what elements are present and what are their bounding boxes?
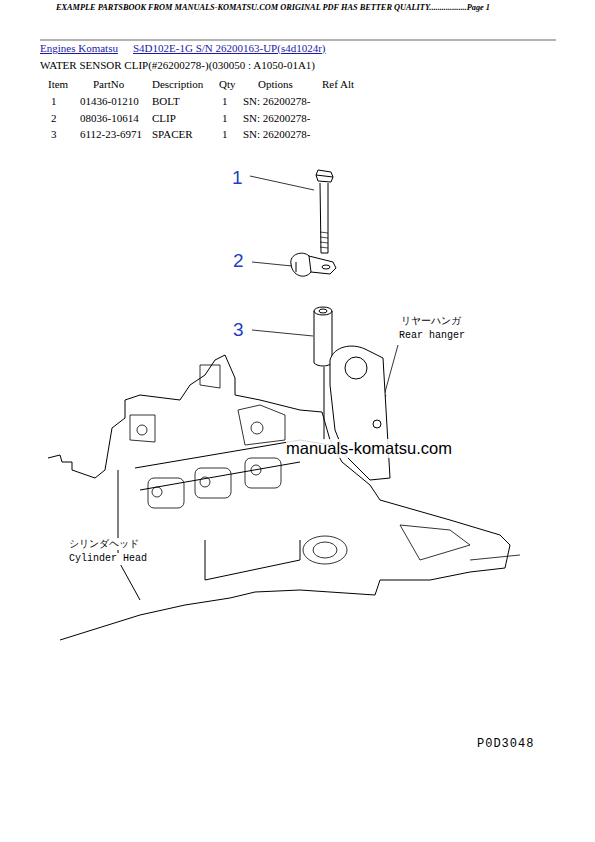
spacer (314, 307, 332, 440)
table-cell: SPACER (152, 128, 193, 141)
callout-number: 3 (233, 319, 244, 341)
table-cell: 2 (51, 112, 57, 125)
page-header: EXAMPLE PARTSBOOK FROM MANUALS-KOMATSU.C… (56, 3, 490, 13)
table-header: PartNo (93, 78, 124, 91)
clip (291, 253, 336, 276)
table-cell: 01436-01210 (80, 95, 139, 108)
bolt (316, 170, 333, 253)
table-cell: SN: 26200278- (243, 95, 311, 108)
table-cell: SN: 26200278- (243, 112, 311, 125)
rear-hanger (330, 346, 390, 480)
watermark: manuals-komatsu.com (286, 439, 452, 458)
cylinder-head (48, 355, 520, 640)
table-header: Description (152, 78, 203, 91)
table-cell: 6112-23-6971 (80, 128, 142, 141)
table-cell: CLIP (152, 112, 176, 125)
table-header: Ref Alt (322, 78, 354, 91)
breadcrumb-link: Engines Komatsu (40, 42, 118, 55)
section-title: WATER SENSOR CLIP(#26200278-)(030050 : A… (40, 59, 315, 72)
table-cell: SN: 26200278- (243, 128, 311, 141)
table-header: Options (258, 78, 293, 91)
callout-number: 1 (232, 167, 243, 189)
table-header: Item (48, 78, 68, 91)
header-rule (40, 40, 556, 41)
table-cell: 1 (222, 112, 228, 125)
table-cell: 3 (51, 128, 57, 141)
table-cell: 1 (222, 128, 228, 141)
part-label-jp: シリンダヘッド (68, 538, 140, 550)
drawing-number: P0D3048 (477, 738, 534, 752)
part-label-jp: リヤーハンガ (400, 315, 462, 327)
part-label: Cylinder Head (68, 553, 148, 565)
callout-number: 2 (233, 250, 244, 272)
table-cell: 1 (222, 95, 228, 108)
table-header: Qty (219, 78, 236, 91)
part-label: Rear hanger (398, 330, 466, 342)
table-cell: BOLT (152, 95, 180, 108)
table-cell: 1 (51, 95, 57, 108)
table-cell: 08036-10614 (80, 112, 139, 125)
breadcrumb-link: S4D102E-1G S/N 26200163-UP(s4d1024r) (133, 42, 326, 55)
